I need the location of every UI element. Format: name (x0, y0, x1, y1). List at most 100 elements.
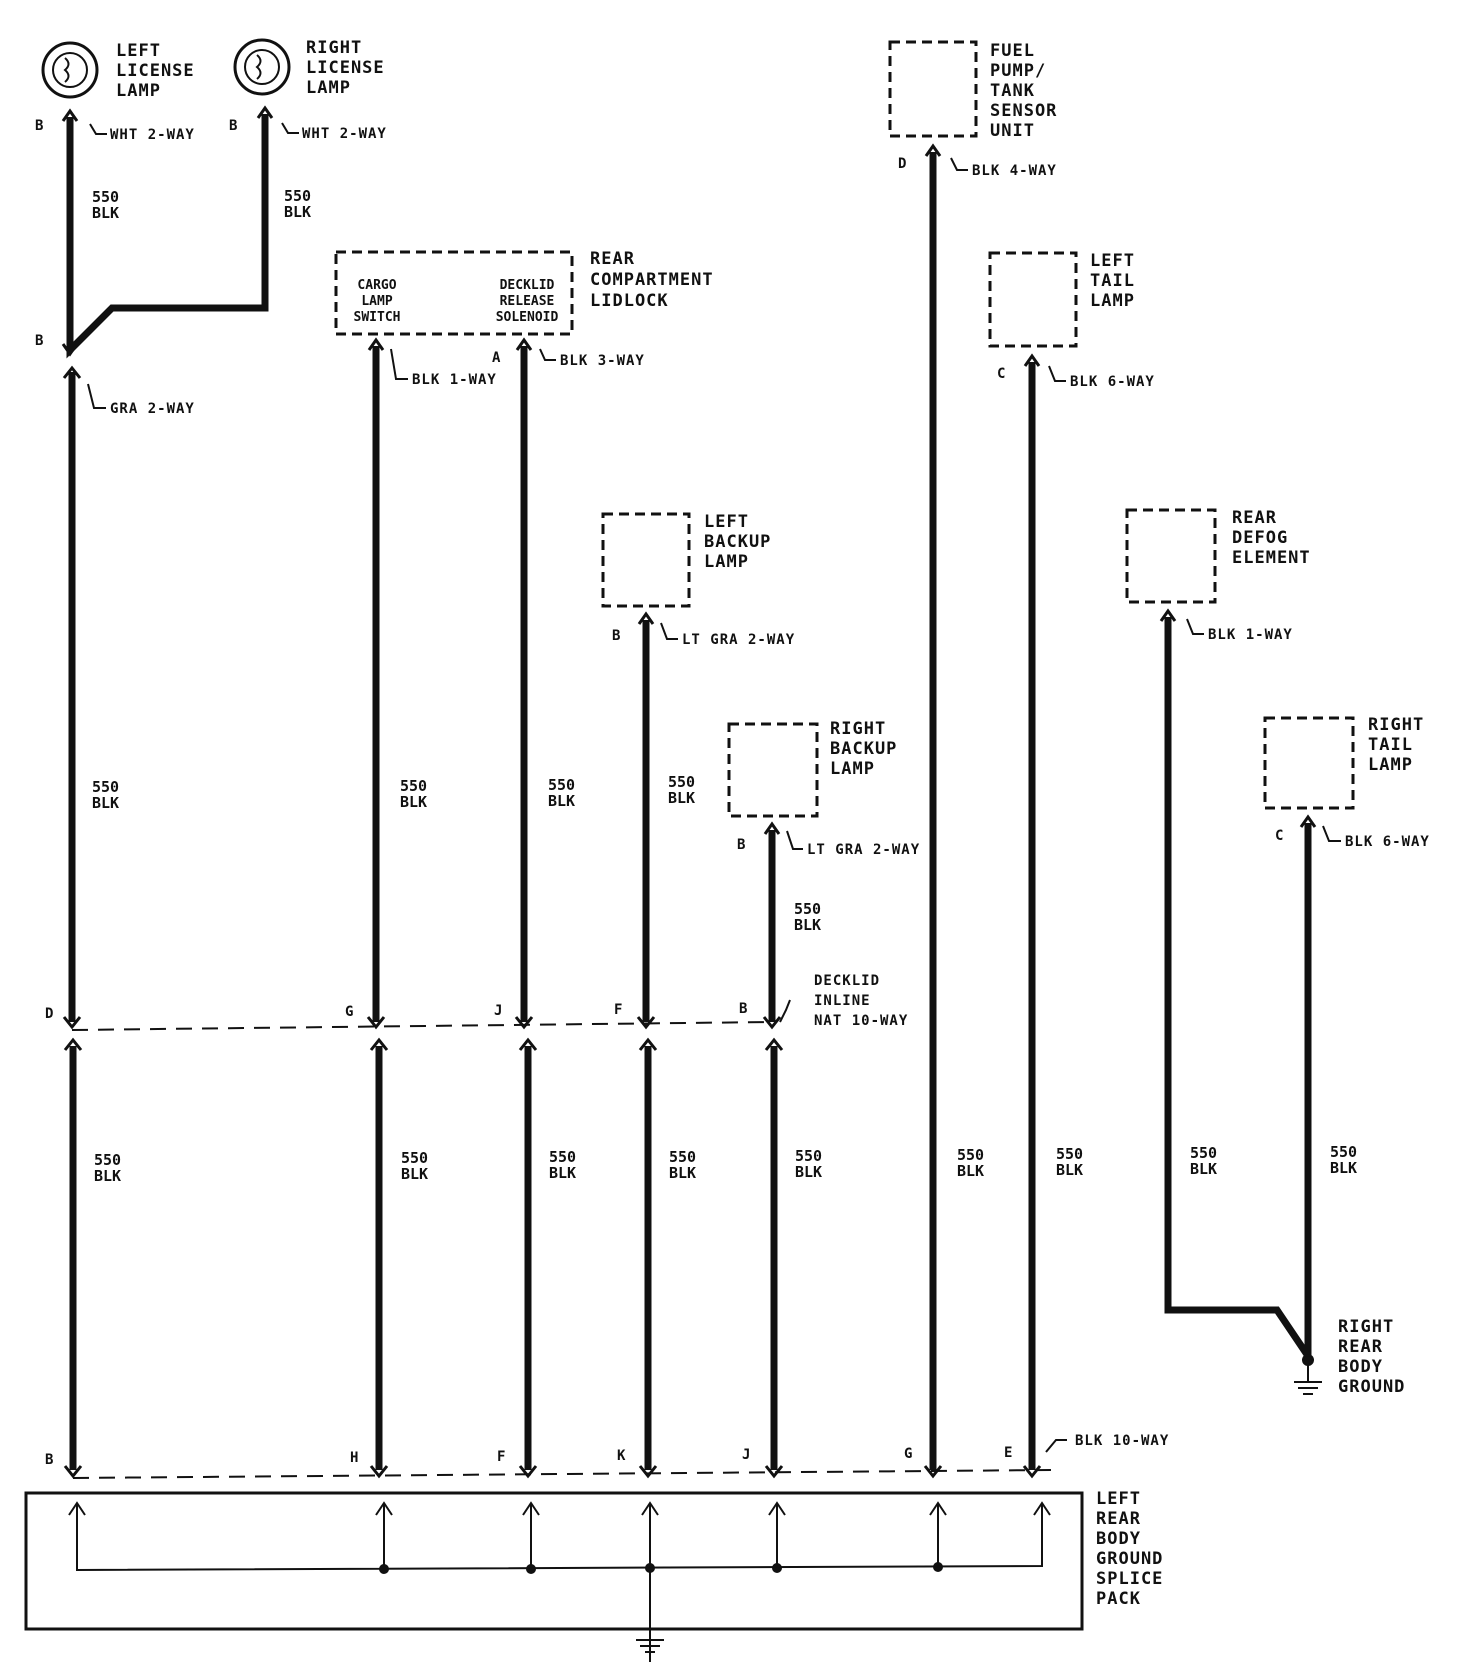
decklid-inline-label-2: INLINE (814, 993, 871, 1009)
wire-label-color: BLK (548, 792, 575, 810)
left-tail-lamp: LEFT TAIL LAMP (988, 251, 1135, 348)
pin-decklid-solenoid: A (492, 350, 501, 366)
pin-right-license: B (229, 118, 237, 134)
left-tail-lamp-label-3: LAMP (1090, 291, 1135, 311)
right-rear-body-ground: RIGHT REAR BODY GROUND (1294, 1317, 1405, 1397)
lidlock-label-1: REAR (590, 249, 635, 269)
left-tail-connector-label: BLK 6-WAY (1070, 374, 1155, 390)
left-backup-lamp-label-3: LAMP (704, 552, 749, 572)
pin-fuel-pump: D (898, 156, 906, 172)
pin-right-backup: B (737, 837, 745, 853)
pin-splice-j: J (742, 1447, 750, 1463)
wire-label-color: BLK (794, 916, 821, 934)
right-backup-lamp: RIGHT BACKUP LAMP (727, 719, 896, 818)
left-tail-lamp-label-2: TAIL (1090, 271, 1135, 291)
wire-label-circuit: 550 (668, 773, 695, 791)
cargo-lamp-switch-label-3: SWITCH (354, 310, 401, 325)
right-ground-label-4: GROUND (1338, 1377, 1405, 1397)
wire-label-circuit: 550 (92, 188, 119, 206)
right-backup-lamp-label-3: LAMP (830, 759, 875, 779)
wire-label-circuit: 550 (794, 900, 821, 918)
wire-labels: 550 BLK 550 BLK 550 BLK 550 BLK 550 BLK … (92, 187, 1357, 1185)
pin-splice-e: E (1004, 1445, 1012, 1461)
right-license-lamp: RIGHT LICENSE LAMP (233, 38, 384, 98)
leader-lines (87, 122, 1341, 1453)
wire-label-circuit: 550 (401, 1149, 428, 1167)
fuel-pump-label-3: TANK (990, 81, 1035, 101)
pin-inline-b: B (739, 1001, 747, 1017)
right-backup-connector-label: LT GRA 2-WAY (807, 842, 920, 858)
pin-left-backup: B (612, 628, 620, 644)
wire-rear-defog (1164, 617, 1311, 1358)
rear-compartment-lidlock: CARGO LAMP SWITCH DECKLID RELEASE SOLENO… (334, 249, 713, 336)
wire-label-color: BLK (92, 204, 119, 222)
right-ground-label-3: BODY (1338, 1357, 1383, 1377)
right-backup-lamp-label-1: RIGHT (830, 719, 886, 739)
pin-inline-f: F (614, 1002, 622, 1018)
pin-inline-j: J (494, 1003, 502, 1019)
wire-label-color: BLK (1190, 1160, 1217, 1178)
wire-label-color: BLK (1330, 1159, 1357, 1177)
right-license-connector-label: WHT 2-WAY (302, 126, 387, 142)
right-tail-lamp-label-1: RIGHT (1368, 715, 1424, 735)
decklid-inline-label-3: NAT 10-WAY (814, 1013, 908, 1029)
lidlock-label-3: LIDLOCK (590, 291, 669, 311)
pin-splice-k: K (617, 1448, 626, 1464)
left-license-lamp-label-2: LICENSE (116, 61, 195, 81)
wire-label-circuit: 550 (1190, 1144, 1217, 1162)
right-tail-lamp-label-3: LAMP (1368, 755, 1413, 775)
pin-left-license: B (35, 118, 43, 134)
right-ground-label-2: REAR (1338, 1337, 1383, 1357)
wire-label-color: BLK (549, 1164, 576, 1182)
pin-inline-d: D (45, 1006, 53, 1022)
wire-label-circuit: 550 (795, 1147, 822, 1165)
splice-pack-label-4: GROUND (1096, 1549, 1163, 1569)
wire-label-color: BLK (284, 203, 311, 221)
wire-label-color: BLK (92, 794, 119, 812)
cargo-lamp-switch-label-1: CARGO (357, 278, 396, 293)
left-backup-lamp-label-1: LEFT (704, 512, 749, 532)
decklid-release-solenoid-label-2: RELEASE (500, 294, 555, 309)
connector-marks (61, 105, 1317, 1479)
cargo-switch-connector-label: BLK 1-WAY (412, 372, 497, 388)
pin-left-tail: C (997, 366, 1005, 382)
wire-label-color: BLK (94, 1167, 121, 1185)
left-backup-lamp-label-2: BACKUP (704, 532, 771, 552)
fuel-pump-connector-label: BLK 4-WAY (972, 163, 1057, 179)
wires (66, 114, 1312, 1470)
wire-label-circuit: 550 (669, 1148, 696, 1166)
decklid-inline-label-1: DECKLID (814, 973, 880, 989)
wire-label-color: BLK (400, 793, 427, 811)
pin-license-junction: B (35, 333, 43, 349)
decklid-release-solenoid-label-1: DECKLID (500, 278, 555, 293)
wire-label-circuit: 550 (284, 187, 311, 205)
splice-connector-line (72, 1469, 1053, 1479)
wire-label-color: BLK (957, 1162, 984, 1180)
pin-splice-b: B (45, 1452, 53, 1468)
pin-splice-h: H (350, 1450, 358, 1466)
rear-defog-label-1: REAR (1232, 508, 1277, 528)
wire-label-color: BLK (795, 1163, 822, 1181)
splice-pack-label-2: REAR (1096, 1509, 1141, 1529)
left-tail-lamp-label-1: LEFT (1090, 251, 1135, 271)
license-junction-connector-label: GRA 2-WAY (110, 401, 195, 417)
splice-pack-ground-icon (636, 1639, 664, 1653)
fuel-pump-label-5: UNIT (990, 121, 1035, 141)
decklid-solenoid-connector-label: BLK 3-WAY (560, 353, 645, 369)
rear-defog-connector-label: BLK 1-WAY (1208, 627, 1293, 643)
left-rear-body-ground-splice-pack: LEFT REAR BODY GROUND SPLICE PACK (24, 1489, 1163, 1662)
lamp-bulb-icon (41, 41, 99, 99)
right-ground-label-1: RIGHT (1338, 1317, 1394, 1337)
wire-label-color: BLK (669, 1164, 696, 1182)
splice-pack-label-1: LEFT (1096, 1489, 1141, 1509)
cargo-lamp-switch-label-2: LAMP (361, 294, 392, 309)
ground-icon (1294, 1354, 1322, 1395)
left-license-lamp-label-1: LEFT (116, 41, 161, 61)
left-license-lamp: LEFT LICENSE LAMP (41, 41, 195, 101)
right-license-lamp-label-3: LAMP (306, 78, 351, 98)
wire-label-circuit: 550 (549, 1148, 576, 1166)
splice-pack-label-6: PACK (1096, 1589, 1141, 1609)
right-license-lamp-label-1: RIGHT (306, 38, 362, 58)
pin-inline-g: G (345, 1004, 353, 1020)
